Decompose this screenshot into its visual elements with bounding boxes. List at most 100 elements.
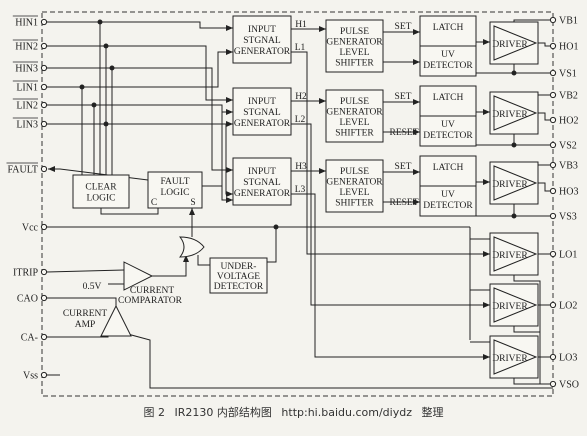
wire-uv-to-or (197, 255, 210, 266)
pulse-generator-level-shifter-3-text: GENERATOR (326, 177, 383, 187)
junction-dot (511, 142, 517, 148)
pin-vb1 (549, 16, 557, 24)
uv-label: UV (441, 50, 455, 60)
wire-ca-minus (47, 333, 109, 338)
pin-label-hin1: HIN1 (15, 18, 38, 29)
pin-label-lin3: LIN3 (16, 120, 38, 131)
driver-box-3 (489, 161, 539, 205)
pin-ho2 (549, 116, 557, 124)
junction-dot (511, 213, 517, 219)
signal-l3: L3 (295, 185, 306, 195)
pin-label-hin2: HIN2 (15, 42, 38, 53)
wire-lin1 (47, 49, 233, 88)
wire-clear-to-c (100, 208, 159, 215)
pin-vss (40, 371, 48, 379)
detector-label: DETECTOR (423, 201, 473, 211)
signal-h3: H3 (295, 162, 307, 172)
fault-logic-label: LOGIC (160, 188, 189, 198)
wire-ho-2 (538, 112, 550, 121)
uv-label: UV (441, 120, 455, 130)
pin-label-hin3: HIN3 (15, 64, 38, 75)
undervoltage-detector-block-text: UNDER- (221, 262, 257, 272)
pin-itrip (40, 268, 48, 276)
pin-vcc (40, 223, 48, 231)
clear-logic-block-text: CLEAR (85, 183, 117, 193)
input-signal-generator-1 (232, 15, 292, 64)
clear-logic-block (72, 174, 130, 209)
junction-dot (103, 43, 109, 49)
pin-cao (40, 294, 48, 302)
wire-hin3 (47, 67, 233, 173)
pulse-generator-level-shifter-2-text: SHIFTER (335, 128, 374, 138)
pin-lin2 (40, 101, 48, 109)
input-signal-generator-3-text: STGNAL (243, 178, 281, 188)
pin-hin1 (40, 18, 48, 26)
pin-lin1 (40, 83, 48, 91)
low-driver-triangle-3 (493, 339, 538, 375)
pin-label-lo1: LO1 (559, 250, 577, 261)
signal-h1: H1 (295, 20, 307, 30)
driver-label-2: DRIVER (492, 110, 528, 120)
pulse-generator-level-shifter-3 (325, 159, 384, 213)
pulse-generator-level-shifter-2 (325, 89, 384, 143)
pin-hin2 (40, 42, 48, 50)
pin-label-fault: FAULT (7, 165, 38, 176)
pin-ho1 (549, 42, 557, 50)
pin-label-vs3: VS3 (559, 212, 577, 223)
driver-box-1 (489, 21, 539, 65)
pin-label-ho1: HO1 (559, 42, 578, 53)
pin-label-vso: VSO (559, 380, 579, 391)
fault-logic-block (147, 171, 203, 209)
pin-lo2 (549, 301, 557, 309)
pulse-generator-level-shifter-2-text: GENERATOR (326, 107, 383, 117)
or-gate (178, 236, 205, 258)
wire-uv-to-vcc (267, 227, 277, 263)
wire-lin3 (47, 123, 233, 197)
pin-label-ho3: HO3 (559, 187, 578, 198)
pin-label-ho2: HO2 (559, 116, 578, 127)
wire-comp-to-or (152, 255, 189, 277)
pin-label-vcc: Vcc (22, 223, 39, 234)
wire-vs-2 (513, 134, 550, 146)
pin-ca (40, 333, 48, 341)
comparator-label: COMPARATOR (118, 296, 183, 306)
driver-triangle-1 (493, 25, 538, 61)
signal-l1: L1 (295, 43, 306, 53)
caption-suffix: 整理 (421, 406, 444, 419)
pin-label-vb2: VB2 (559, 91, 578, 102)
detector-label: DETECTOR (423, 131, 473, 141)
pin-label-vss: Vss (23, 371, 38, 382)
wire-vs-3 (513, 204, 550, 217)
current-amp (100, 304, 132, 337)
wire-hin1 (47, 21, 233, 31)
figure-caption: 图 2 IR2130 内部结构图 http:hi.baidu.com/diydz… (0, 404, 587, 420)
junction-dot (91, 102, 97, 108)
signal-reset-3: RESET (389, 198, 418, 208)
pin-lin3 (40, 120, 48, 128)
input-signal-generator-1-text: STGNAL (243, 36, 281, 46)
driver-label-3: DRIVER (492, 180, 528, 190)
current-amp-label: AMP (75, 320, 96, 330)
undervoltage-detector-block (209, 257, 268, 294)
wire-lin2 (47, 104, 233, 127)
caption-title: IR2130 内部结构图 (174, 406, 272, 419)
pin-label-vb3: VB3 (559, 161, 578, 172)
driver-triangle-3 (493, 165, 538, 201)
pulse-generator-level-shifter-1-text: LEVEL (339, 48, 369, 58)
pin-label-vb1: VB1 (559, 16, 578, 27)
caption-figure-number: 图 2 (143, 406, 166, 419)
junction-dot (511, 70, 517, 76)
pulse-generator-level-shifter-2-text: LEVEL (339, 118, 369, 128)
junction-dot (97, 19, 103, 25)
pin-lo1 (549, 250, 557, 258)
input-signal-generator-3-text: GENERATOR (234, 189, 291, 199)
wire-vb-1 (513, 19, 550, 22)
pin-label-lo3: LO3 (559, 353, 577, 364)
wire-ho-1 (538, 42, 550, 47)
pin-hin3 (40, 64, 48, 72)
wire-vs-1 (513, 64, 550, 74)
pin-fault (40, 165, 48, 173)
current-amp-label: CURRENT (63, 309, 108, 319)
pin-vs2 (549, 141, 557, 149)
